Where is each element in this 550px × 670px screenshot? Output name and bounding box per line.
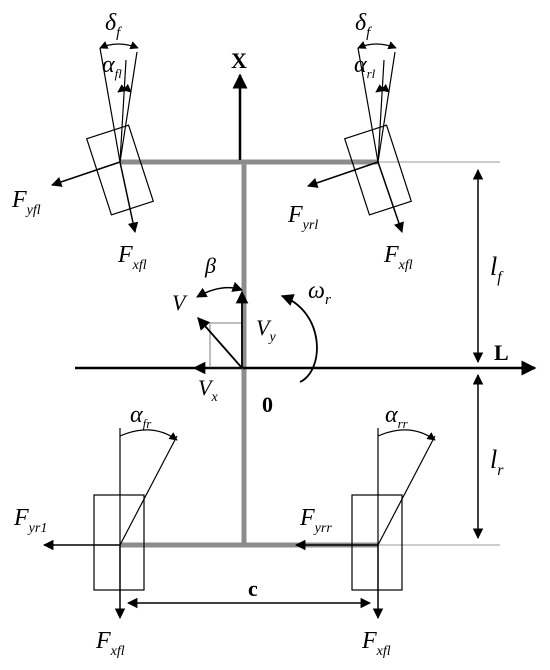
alpha-fr-arc — [119, 429, 178, 441]
rear-right-vel-line — [377, 435, 436, 546]
x-axis-label: X — [231, 48, 247, 73]
front-left-wheel-group — [51, 41, 155, 234]
chassis — [120, 159, 378, 548]
origin-label: 0 — [262, 392, 273, 417]
F-xfl-rear-left-label: Fxfl — [95, 628, 125, 659]
alpha-fl-label: αfl — [102, 52, 122, 81]
yaw-rate-label: ωr — [308, 278, 331, 308]
alpha-rr-arc — [377, 429, 436, 441]
velocity-arrow — [197, 317, 243, 369]
lf-label: lf — [490, 252, 504, 286]
alpha-fl-arc — [117, 83, 132, 93]
front-left-wheel — [85, 124, 155, 216]
delta-fl-label: δf — [105, 10, 122, 41]
track-width-label: c — [248, 576, 258, 601]
front-left-vel-line — [119, 51, 138, 163]
alpha-fr-label: αfr — [130, 402, 152, 431]
alpha-rl-label: αrl — [354, 52, 376, 81]
delta-fr-label: δf — [355, 10, 372, 41]
F-yrr-label: Fyrr — [299, 505, 332, 536]
rear-left-wheel-group — [42, 428, 178, 620]
alpha-rl-arc — [375, 83, 390, 93]
delta-fl-arc — [99, 41, 139, 50]
F-yfl-label: Fyfl — [11, 187, 41, 218]
velocity-label: V — [172, 290, 188, 315]
F-yr1-label: Fyr1 — [13, 505, 47, 536]
sideslip-label: β — [204, 253, 216, 278]
F-xfl-front-right-arrow — [377, 161, 404, 233]
sideslip-arc — [196, 281, 243, 298]
delta-fr-arc — [357, 41, 397, 50]
rear-right-wheel — [351, 494, 403, 591]
F-xfl-front-right-label: Fxfl — [383, 242, 413, 273]
velocity-vectors — [192, 281, 249, 375]
front-right-wheel-heading — [357, 47, 379, 163]
F-yfl-arrow — [51, 161, 121, 187]
front-left-ref-line — [119, 59, 127, 163]
front-right-wheel — [343, 124, 413, 216]
l-axis-label: L — [494, 340, 509, 365]
vy-label: Vy — [256, 315, 276, 345]
alpha-rr-label: αrr — [385, 402, 409, 431]
rear-right-wheel-group — [294, 428, 436, 620]
front-right-ref-line — [377, 59, 385, 163]
front-right-vel-line — [377, 51, 396, 163]
front-right-wheel-group — [307, 41, 413, 233]
F-xfl-front-left-arrow — [119, 161, 139, 234]
yaw-rate-arc — [280, 294, 318, 383]
rear-left-wheel — [93, 494, 145, 591]
rear-left-vel-line — [119, 435, 178, 546]
vx-label: Vx — [198, 375, 218, 405]
F-yrl-label: Fyrl — [287, 202, 318, 233]
front-left-wheel-heading — [99, 47, 121, 163]
F-yrl-arrow — [307, 161, 379, 188]
F-xfl-rear-right-label: Fxfl — [361, 628, 391, 659]
F-xfl-front-left-label: Fxfl — [117, 242, 147, 273]
lr-label: lr — [490, 445, 504, 479]
